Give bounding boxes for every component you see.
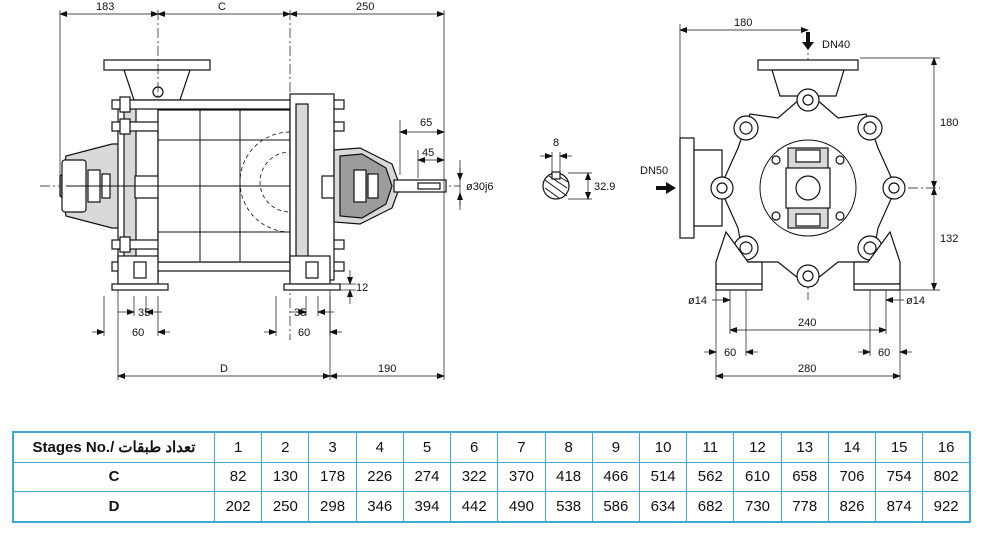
dim-12: 12 [356, 282, 368, 294]
table-cell: 202 [213, 491, 263, 523]
table-cell: 442 [450, 491, 499, 523]
table-cell: 538 [544, 491, 593, 523]
table-cell: 730 [733, 491, 782, 523]
key-width: 8 [553, 137, 559, 149]
end-dim-60-right: 60 [878, 347, 890, 359]
shaft-key-detail: 8 32.9 [540, 137, 615, 200]
table-cell: 274 [402, 461, 452, 493]
table-cell: 562 [686, 461, 735, 493]
end-dim-280: 280 [798, 363, 816, 375]
dim-65: 65 [420, 117, 432, 129]
dn40-label: DN40 [822, 39, 850, 51]
table-row-c: C 82 130 178 226 274 322 370 418 466 514… [12, 461, 971, 493]
end-view: DN40 DN50 180 180 132 ø14 ø14 240 60 [640, 17, 958, 380]
dim-35-right: 35 [294, 307, 306, 319]
table-cell: 706 [827, 461, 877, 493]
dim-shaft-dia: ø30j6 [466, 181, 494, 193]
hole-left: ø14 [688, 295, 707, 307]
table-cell: 322 [450, 461, 499, 493]
stage-cell: 10 [638, 431, 688, 463]
stage-cell: 16 [922, 431, 971, 463]
dim-250: 250 [356, 1, 374, 13]
table-cell: 514 [638, 461, 688, 493]
table-cell: 922 [922, 491, 971, 523]
dim-c: C [218, 1, 226, 13]
table-header-row: Stages No./ تعداد طبقات 1 2 3 4 5 6 7 8 … [12, 431, 971, 463]
stage-cell: 2 [261, 431, 310, 463]
end-dim-180-side: 180 [940, 117, 958, 129]
stage-cell: 14 [827, 431, 877, 463]
table-cell: 682 [686, 491, 735, 523]
stages-dimension-table: Stages No./ تعداد طبقات 1 2 3 4 5 6 7 8 … [12, 431, 971, 523]
end-dim-132: 132 [940, 233, 958, 245]
stage-cell: 13 [780, 431, 829, 463]
table-cell: 586 [591, 491, 640, 523]
stage-cell: 15 [875, 431, 924, 463]
table-row-d: D 202 250 298 346 394 442 490 538 586 63… [12, 491, 971, 523]
dim-190: 190 [378, 363, 396, 375]
table-cell: 610 [733, 461, 782, 493]
table-cell: 490 [497, 491, 546, 523]
end-dim-60-left: 60 [724, 347, 736, 359]
table-cell: 370 [497, 461, 546, 493]
stage-cell: 7 [497, 431, 546, 463]
stage-cell: 1 [213, 431, 263, 463]
pump-dimension-drawing: 183 C 250 65 45 ø30j6 12 35 60 35 60 [40, 1, 958, 380]
table-cell: 250 [261, 491, 310, 523]
table-cell: 226 [355, 461, 404, 493]
table-cell: 394 [402, 491, 452, 523]
dim-60-right: 60 [298, 327, 310, 339]
table-cell: 298 [308, 491, 357, 523]
side-view: 183 C 250 65 45 ø30j6 12 35 60 35 60 [40, 1, 494, 380]
row-label: D [12, 491, 215, 523]
table-cell: 658 [780, 461, 829, 493]
stage-cell: 9 [591, 431, 640, 463]
key-height: 32.9 [594, 181, 615, 193]
stage-cell: 12 [733, 431, 782, 463]
stage-cell: 3 [308, 431, 357, 463]
table-cell: 418 [544, 461, 593, 493]
dim-183: 183 [96, 1, 114, 13]
table-cell: 826 [827, 491, 877, 523]
table-cell: 802 [922, 461, 971, 493]
table-cell: 874 [875, 491, 924, 523]
table-cell: 754 [875, 461, 924, 493]
table-cell: 778 [780, 491, 829, 523]
dn50-label: DN50 [640, 165, 668, 177]
table-header-label: Stages No./ تعداد طبقات [12, 431, 215, 463]
table-cell: 634 [638, 491, 688, 523]
dim-60-left: 60 [132, 327, 144, 339]
end-dim-180-top: 180 [734, 17, 752, 29]
dim-35-left: 35 [138, 307, 150, 319]
hole-right: ø14 [906, 295, 925, 307]
end-dim-240: 240 [798, 317, 816, 329]
dim-45: 45 [422, 147, 434, 159]
stage-cell: 11 [686, 431, 735, 463]
stage-cell: 5 [402, 431, 452, 463]
row-label: C [12, 461, 215, 493]
table-cell: 178 [308, 461, 357, 493]
table-cell: 346 [355, 491, 404, 523]
table-cell: 130 [261, 461, 310, 493]
stage-cell: 6 [450, 431, 499, 463]
stage-cell: 8 [544, 431, 593, 463]
table-cell: 466 [591, 461, 640, 493]
stage-cell: 4 [355, 431, 404, 463]
dim-d: D [220, 363, 228, 375]
table-cell: 82 [213, 461, 263, 493]
